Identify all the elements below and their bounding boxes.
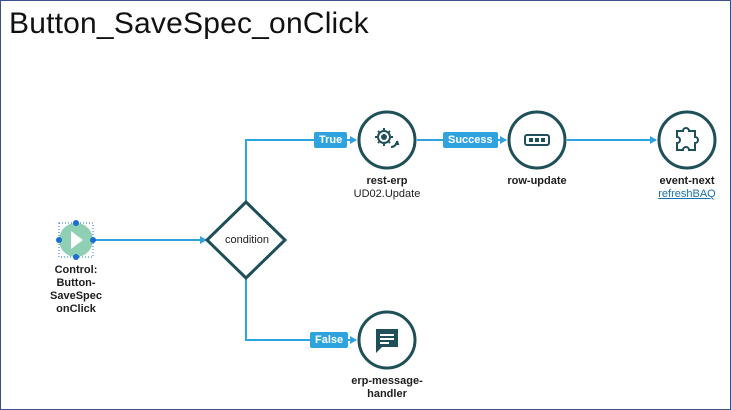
edge-label-success[interactable]: Success <box>443 132 498 148</box>
condition-label: condition <box>225 234 270 246</box>
event-next-label: event-next refreshBAQ <box>637 175 730 201</box>
row-update-node[interactable] <box>507 110 567 170</box>
resize-handle[interactable] <box>73 220 79 226</box>
label-line: handler <box>367 388 407 400</box>
refresh-baq-link[interactable]: refreshBAQ <box>658 188 716 200</box>
resize-handle[interactable] <box>90 237 96 243</box>
node-title: event-next <box>659 175 715 187</box>
resize-handle[interactable] <box>56 237 62 243</box>
label-line: SaveSpec <box>50 290 102 302</box>
page-title: Button_SaveSpec_onClick <box>9 7 369 40</box>
start-node[interactable] <box>56 220 96 260</box>
node-title: rest-erp <box>366 175 408 187</box>
gear-sync-icon <box>375 128 400 148</box>
erp-message-handler-label: erp-message- handler <box>337 375 437 401</box>
condition-node[interactable] <box>204 199 288 281</box>
label-line: Control: <box>54 264 98 276</box>
node-subtitle: UD02.Update <box>353 188 421 200</box>
row-update-icon <box>524 134 550 146</box>
message-icon <box>376 329 398 353</box>
label-line: onClick <box>56 303 96 315</box>
edge-label-false[interactable]: False <box>310 332 349 348</box>
puzzle-icon <box>676 127 699 151</box>
rest-erp-label: rest-erp UD02.Update <box>337 175 437 201</box>
event-next-node[interactable] <box>657 110 717 170</box>
start-node-label: Control: Button- SaveSpec onClick <box>36 264 116 316</box>
edge-label-true[interactable]: True <box>314 132 348 148</box>
node-title: row-update <box>507 175 567 187</box>
resize-handle[interactable] <box>73 254 79 260</box>
row-update-label: row-update <box>487 175 587 188</box>
label-line: erp-message- <box>351 375 423 387</box>
erp-message-handler-node[interactable] <box>357 310 417 370</box>
edge-condition-false[interactable] <box>245 279 357 344</box>
rest-erp-node[interactable] <box>357 110 417 170</box>
label-line: Button- <box>56 277 96 289</box>
play-icon <box>71 231 83 249</box>
